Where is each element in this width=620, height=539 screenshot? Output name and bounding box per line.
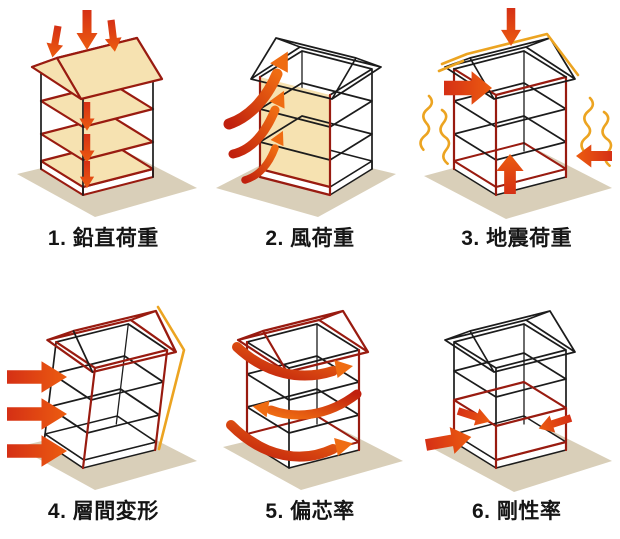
diagram-wind-load: 2. 風荷重 — [207, 0, 414, 269]
right-arrow-icon — [6, 398, 67, 430]
torsion-arrow-icon — [266, 389, 362, 420]
diagram-vertical-load: 1. 鉛直荷重 — [0, 0, 207, 269]
torsion-arrow-icon — [226, 420, 339, 462]
house-frame — [216, 37, 397, 217]
torsion-arrow-icon — [232, 342, 339, 381]
weak-story-outline — [453, 380, 568, 470]
diagram-caption: 1. 鉛直荷重 — [47, 227, 159, 250]
vertical-load-illustration — [16, 10, 197, 217]
wind-gust-arrow-icon — [223, 68, 283, 130]
drift-offset-line — [156, 305, 186, 451]
vibration-wave-icon — [437, 108, 453, 166]
right-arrow-icon — [6, 361, 67, 393]
eccentricity-illustration — [223, 309, 404, 490]
roof — [444, 310, 577, 373]
diagram-interstory-drift: 4. 層間変形 — [0, 269, 207, 539]
down-arrow-icon — [43, 24, 67, 59]
wind-load-illustration — [216, 37, 397, 217]
interstory-drift-illustration — [6, 305, 197, 490]
roof — [237, 309, 370, 374]
house-frame — [30, 36, 163, 196]
wind-gust-arrow-icon — [241, 144, 280, 184]
roof — [250, 37, 383, 100]
wind-arrows — [223, 46, 298, 184]
right-arrow-icon — [444, 71, 493, 105]
roof — [46, 309, 177, 374]
diagram-seismic-load: 3. 地震荷重 — [413, 0, 620, 269]
wind-gust-arrow-icon — [228, 105, 280, 159]
house-frame — [444, 310, 577, 470]
stressed-edges — [453, 67, 568, 197]
roof-shake-outline — [437, 59, 465, 73]
floor-lines — [453, 352, 568, 398]
diagram-caption: 2. 風荷重 — [265, 227, 355, 250]
diagram-caption: 4. 層間変形 — [47, 500, 159, 523]
drift-arrows — [6, 361, 67, 467]
diagram-caption: 3. 地震荷重 — [461, 227, 573, 250]
diagram-caption: 6. 剛性率 — [471, 500, 562, 523]
roof-shake-outline — [440, 32, 580, 77]
seismic-load-illustration — [418, 8, 615, 219]
stressed-edges — [54, 340, 169, 470]
down-arrow-icon — [76, 10, 98, 50]
vibration-wave-icon — [579, 96, 595, 154]
diagram-eccentricity: 5. 偏芯率 — [207, 269, 414, 539]
diagram-caption: 5. 偏芯率 — [265, 500, 355, 523]
diagram-rigidity: 6. 剛性率 — [413, 269, 620, 539]
vibration-wave-icon — [418, 94, 434, 152]
torsion-arrows — [226, 342, 362, 462]
stressed-edges — [259, 75, 332, 197]
rigidity-illustration — [423, 310, 613, 492]
